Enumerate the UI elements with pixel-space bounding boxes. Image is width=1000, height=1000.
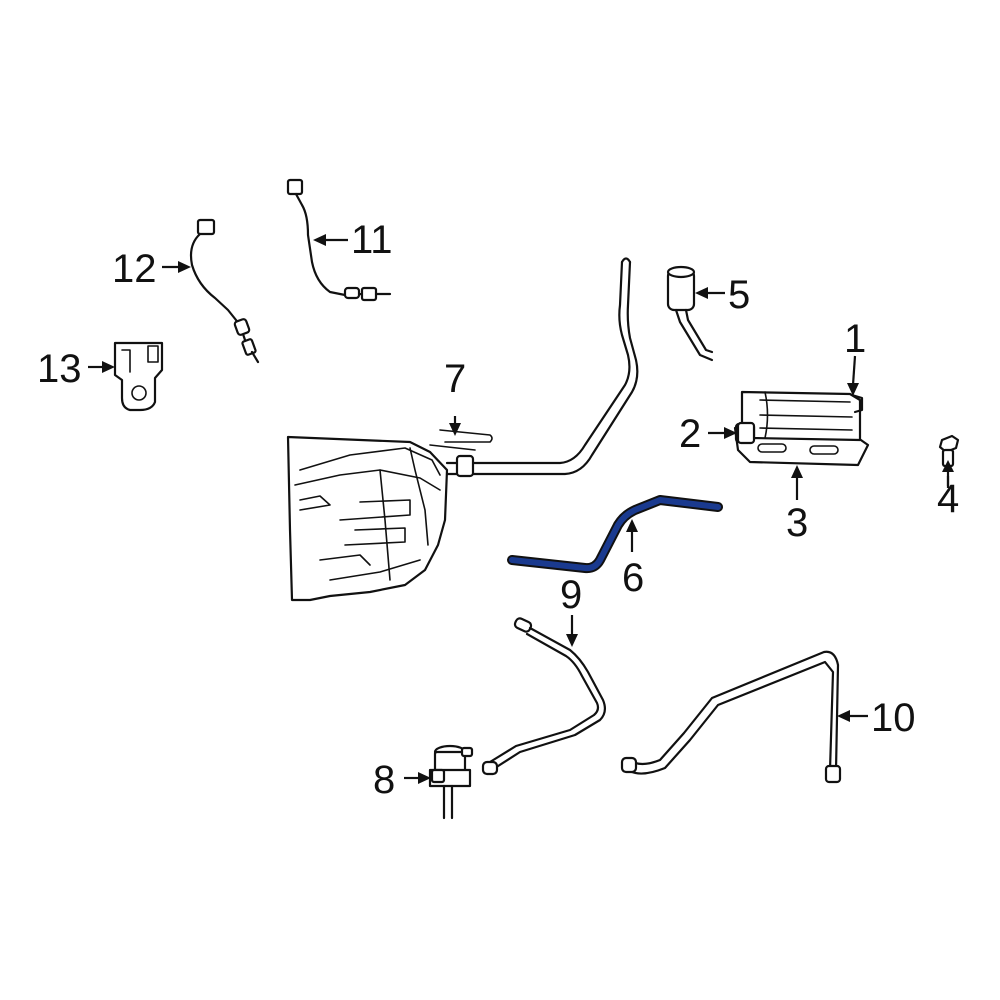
- oxygen-sensor-12[interactable]: [189, 218, 260, 364]
- callout-7: 7: [444, 357, 466, 401]
- callout-5: 5: [728, 273, 750, 317]
- callout-arrows: [88, 234, 954, 784]
- callout-13: 13: [37, 347, 82, 391]
- bracket-1[interactable]: [850, 393, 864, 414]
- oxygen-sensor-11[interactable]: [286, 178, 392, 302]
- callout-9: 9: [560, 573, 582, 617]
- purge-line-9[interactable]: [481, 617, 607, 776]
- callout-10: 10: [871, 696, 916, 740]
- callout-8: 8: [373, 758, 395, 802]
- callout-11: 11: [351, 218, 393, 262]
- bolt-4[interactable]: [938, 434, 960, 468]
- vapor-canister-3[interactable]: [733, 390, 870, 467]
- callout-4: 4: [937, 477, 959, 521]
- callout-12: 12: [112, 247, 157, 291]
- callout-labels: 1 2 3 4 5 6 7 8 9 10 11 12 13: [37, 218, 959, 802]
- callout-3: 3: [786, 501, 808, 545]
- callout-1: 1: [844, 317, 866, 361]
- vent-hose-6[interactable]: [507, 495, 723, 574]
- purge-solenoid-8[interactable]: [428, 744, 474, 820]
- fuel-tank[interactable]: [286, 257, 639, 602]
- sensor-bracket-13[interactable]: [113, 341, 164, 412]
- callout-2: 2: [679, 412, 701, 456]
- vent-valve-2[interactable]: [736, 421, 756, 445]
- filter-5[interactable]: [666, 265, 714, 362]
- vapor-line-10[interactable]: [620, 650, 842, 784]
- callout-6: 6: [622, 556, 644, 600]
